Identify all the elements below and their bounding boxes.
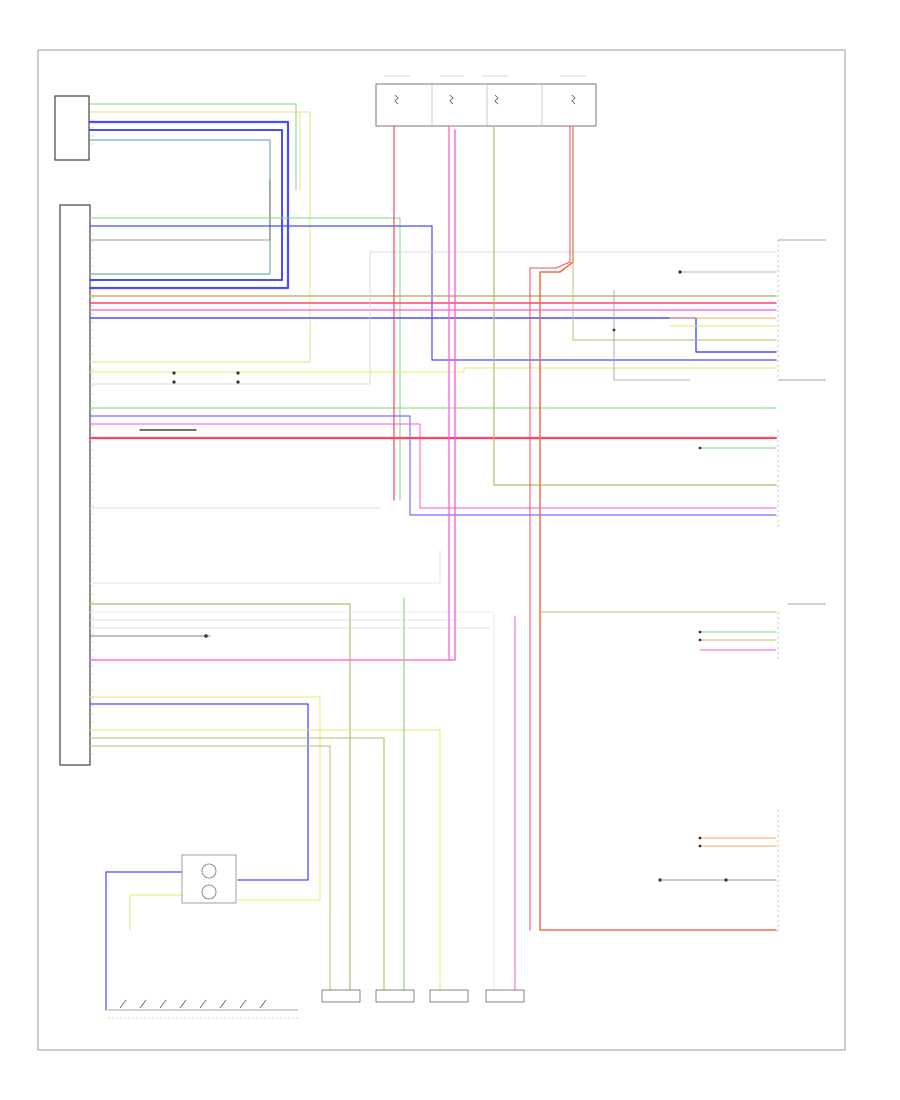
right-module-3	[777, 603, 826, 660]
left-module-upper	[54, 95, 90, 161]
speaker-icon	[429, 989, 469, 1003]
speaker-icon	[375, 989, 415, 1003]
diagram-frame	[37, 49, 846, 1051]
fuse-icon	[394, 94, 576, 105]
control-switch	[181, 854, 237, 904]
speaker-icon	[485, 989, 525, 1003]
switch-array	[108, 999, 298, 1019]
speaker-group	[321, 989, 525, 1003]
wire-harness	[88, 103, 778, 1011]
right-module-1	[777, 239, 826, 381]
wire-junctions	[172, 270, 728, 882]
speaker-icon	[321, 989, 361, 1003]
left-module-main	[59, 204, 91, 766]
fuse-box-block	[375, 75, 597, 127]
